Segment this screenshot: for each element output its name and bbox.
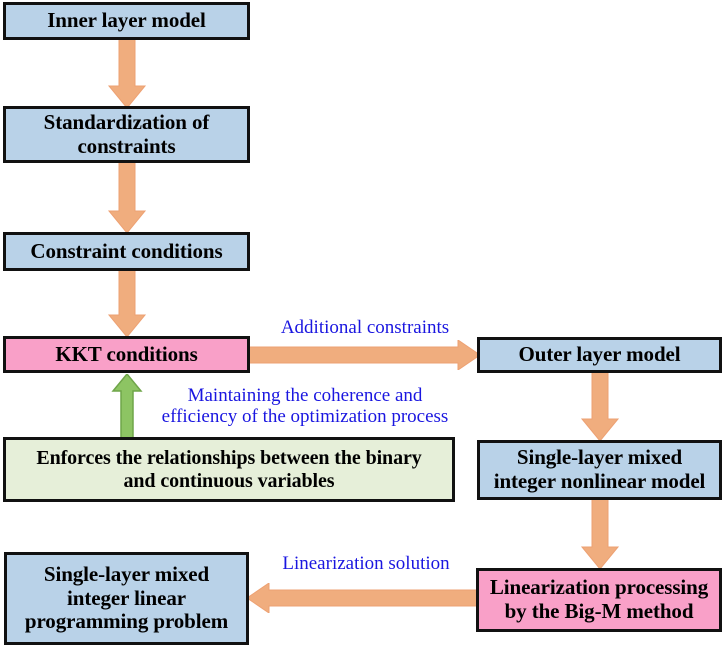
node-standardization-of-constraints[interactable]: Standardization of constraints [3,106,250,163]
node-kkt-conditions[interactable]: KKT conditions [3,336,250,373]
edge-label-additional-constraints: Additional constraints [280,317,450,338]
node-single-layer-mixed-integer-nonlinear-model[interactable]: Single-layer mixed integer nonlinear mod… [477,440,722,500]
arrow-kkt-to-outer-layer [246,340,482,370]
arrow-linearization-to-milp [245,583,481,613]
arrow-outer-to-minlp [578,369,622,443]
edge-label-linearization-solution: Linearization solution [282,553,450,574]
node-label: KKT conditions [55,341,198,366]
node-label: Standardization of constraints [43,109,210,158]
node-label: Enforces the relationships between the b… [36,447,422,492]
edge-label-maintaining-coherence: Maintaining the coherence and efficiency… [161,385,449,427]
arrow-inner-to-standardization [105,36,149,110]
node-label: Single-layer mixed integer nonlinear mod… [493,445,706,493]
node-label: Outer layer model [518,342,681,367]
node-single-layer-mixed-integer-linear-programming-problem[interactable]: Single-layer mixed integer linear progra… [4,552,249,645]
node-label: Constraint conditions [30,238,223,263]
arrow-constraints-to-kkt [105,267,149,339]
node-label: Single-layer mixed integer linear progra… [24,562,229,634]
node-label: Linearization processing by the Big-M me… [489,575,709,623]
node-label: Inner layer model [47,8,206,33]
arrow-minlp-to-linearization [578,497,622,571]
node-enforces-relationships[interactable]: Enforces the relationships between the b… [3,437,455,502]
arrow-enforces-to-kkt [110,374,144,440]
arrow-standardization-to-constraints [105,159,149,235]
node-linearization-processing-bigm[interactable]: Linearization processing by the Big-M me… [476,568,722,632]
node-constraint-conditions[interactable]: Constraint conditions [3,232,250,271]
node-outer-layer-model[interactable]: Outer layer model [477,337,722,373]
node-inner-layer-model[interactable]: Inner layer model [3,2,250,40]
